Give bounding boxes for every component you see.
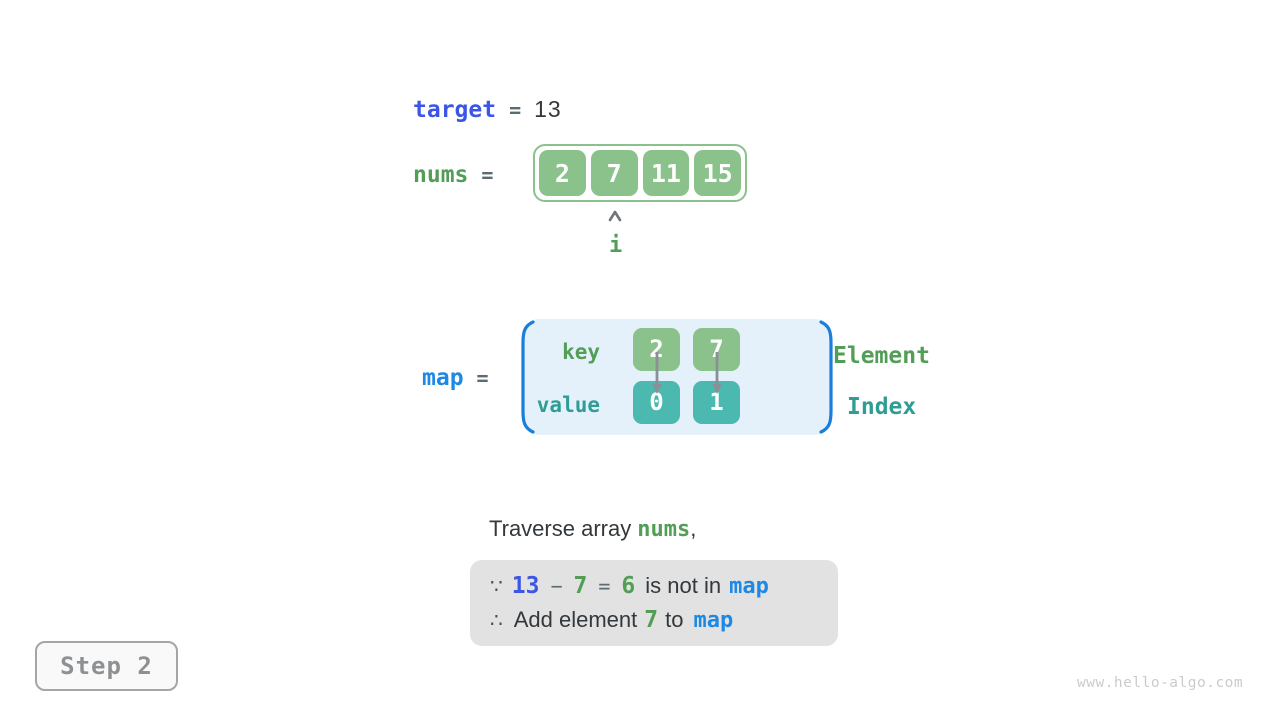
step-badge-label: Step 2 xyxy=(60,652,153,680)
difference-number: 6 xyxy=(621,573,636,599)
target-value: 13 xyxy=(534,96,562,122)
note-text: to xyxy=(665,607,684,632)
array-cell: 11 xyxy=(642,150,690,196)
target-line: target = 13 xyxy=(413,96,562,123)
target-keyword: target xyxy=(413,97,497,123)
equals-sign: = xyxy=(598,574,611,598)
because-symbol: ∵ xyxy=(490,576,503,598)
legend-index-label: Index xyxy=(847,394,917,420)
equals-sign: = xyxy=(509,98,522,122)
map-line: map = xyxy=(422,365,502,391)
map-code: map xyxy=(693,608,734,633)
array-cell: 15 xyxy=(694,150,741,196)
key-to-value-arrow-icon xyxy=(652,352,662,394)
map-value-row-label: value xyxy=(536,393,600,417)
caption-nums-code: nums xyxy=(637,517,691,542)
note-text: is not in xyxy=(645,573,722,598)
pointer-caret-icon xyxy=(608,210,622,222)
equals-sign: = xyxy=(481,163,494,187)
key-to-value-arrow-icon xyxy=(712,352,722,394)
legend-element-label: Element xyxy=(833,343,930,369)
array-cell: 7 xyxy=(590,150,638,196)
equals-sign: = xyxy=(476,366,489,390)
target-number: 13 xyxy=(511,573,540,599)
minus-sign: − xyxy=(550,574,563,598)
step-badge: Step 2 xyxy=(35,641,178,691)
caption-comma: , xyxy=(690,516,697,541)
element-number: 7 xyxy=(573,573,588,599)
array-cell: 2 xyxy=(539,150,586,196)
note-line-because: ∵ 13−7 = 6 is not in map xyxy=(490,569,838,603)
therefore-symbol: ∴ xyxy=(490,610,503,632)
nums-keyword: nums xyxy=(413,162,469,188)
pointer-label: i xyxy=(609,233,623,258)
nums-array: 2 7 11 15 xyxy=(533,144,747,202)
map-code: map xyxy=(729,574,769,599)
caption-text: Traverse array xyxy=(489,516,632,541)
watermark: www.hello-algo.com xyxy=(1077,675,1244,691)
map-key-cell: 7 xyxy=(693,328,740,371)
map-keyword: map xyxy=(422,365,464,391)
map-key-row-label: key xyxy=(562,340,600,364)
note-text: Add element xyxy=(513,607,638,632)
element-number: 7 xyxy=(644,607,659,633)
nums-line: nums = xyxy=(413,162,506,188)
